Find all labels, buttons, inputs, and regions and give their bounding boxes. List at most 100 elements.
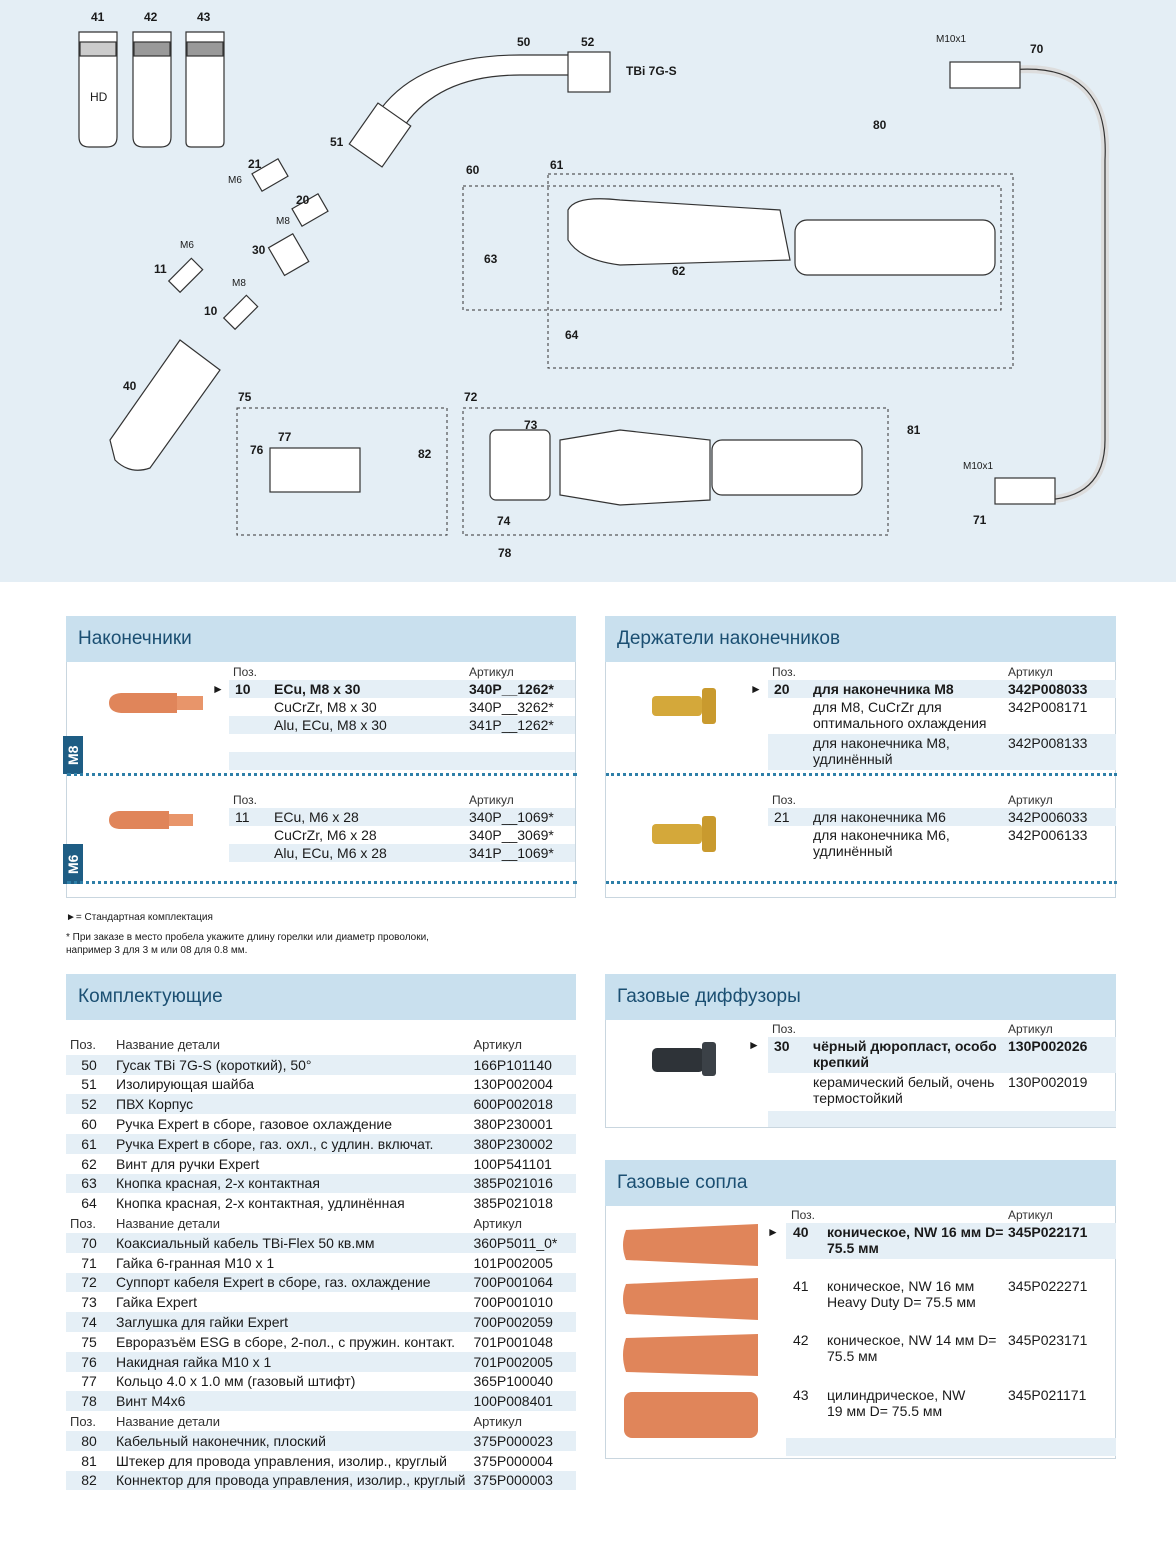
part-name: Гайка Expert <box>116 1294 197 1311</box>
holder-art: 342P008171 <box>1008 699 1088 715</box>
callout-60: 60 <box>466 163 480 177</box>
callout-80: 80 <box>873 118 887 132</box>
tip-art: 341P__1262* <box>469 717 554 733</box>
callout-71: 71 <box>973 513 987 527</box>
callout-77: 77 <box>278 430 292 444</box>
tip-name: CuCrZr, M6 x 28 <box>274 827 377 843</box>
callout-72: 72 <box>464 390 478 404</box>
part-name: Гайка 6-гранная M10 x 1 <box>116 1254 275 1271</box>
exploded-diagram: 41 42 43 50 52 51 21 20 30 11 10 40 60 6… <box>0 0 1176 582</box>
tip-name: Alu, ECu, M6 x 28 <box>274 845 387 861</box>
thread-label: M8 <box>232 278 246 289</box>
tip-m6-image <box>109 811 193 829</box>
group-72-box <box>462 407 889 536</box>
part-art: 701P001048 <box>473 1333 553 1350</box>
hdr-pos: Поз. <box>772 665 796 679</box>
part-name: Коннектор для провода управления, изолир… <box>112 1470 470 1491</box>
header-cell: Поз. <box>70 1413 96 1429</box>
part-pos: 78 <box>66 1391 112 1412</box>
tip-m8-image <box>109 693 203 713</box>
callout-30: 30 <box>252 243 266 257</box>
part-art: 380P230001 <box>473 1116 553 1133</box>
part-pos: 50 <box>66 1054 112 1075</box>
callout-81: 81 <box>907 423 921 437</box>
part-pos: 60 <box>81 1116 97 1133</box>
tips-title: Наконечники <box>66 616 576 662</box>
group-60-box <box>462 185 1002 311</box>
nozzle-pos: 41 <box>793 1278 809 1294</box>
hdr-art: Артикул <box>1008 1022 1053 1036</box>
m8-tab: M8 <box>63 736 83 774</box>
callout-70: 70 <box>1030 42 1044 56</box>
nozzle-art: 345P023171 <box>1008 1332 1088 1348</box>
hdr-pos: Поз. <box>233 793 257 807</box>
holder-art: 342P006033 <box>1008 809 1088 825</box>
hdr-art: Артикул <box>1008 1208 1053 1222</box>
nozzle-41-drawing <box>78 31 118 148</box>
hdr-pos: Поз. <box>233 665 257 679</box>
tips-panel: Наконечники ► Поз. Артикул 10 ECu, M8 x … <box>63 616 577 898</box>
diffuser-name: чёрный дюропласт, особо крепкий <box>813 1038 997 1070</box>
part-art: 375P000003 <box>469 1470 576 1491</box>
part-name: Суппорт кабеля Expert в сборе, газ. охла… <box>112 1272 470 1293</box>
holder-m6-image <box>652 816 716 852</box>
part-name: Штекер для провода управления, изолир., … <box>116 1452 447 1469</box>
callout-78: 78 <box>498 546 512 560</box>
part-pos: 77 <box>81 1373 97 1390</box>
holder-art: 342P008133 <box>1008 735 1088 751</box>
nozzle-name: цилиндрическое, NW 19 мм D= 75.5 мм <box>827 1387 966 1419</box>
part-art: 130P002004 <box>473 1076 553 1093</box>
nozzle-name: коническое, NW 16 мм D= 75.5 мм <box>827 1224 1004 1256</box>
part-art: 375P000004 <box>473 1452 553 1469</box>
callout-40: 40 <box>123 379 137 393</box>
swan-neck-drawing <box>379 54 571 126</box>
callout-74: 74 <box>497 514 511 528</box>
holder-pos: 20 <box>774 681 790 697</box>
standard-marker: ► <box>212 682 224 696</box>
tip-pos: 11 <box>235 809 250 825</box>
legend-standard: ►= Стандартная комплектация <box>66 912 213 923</box>
tip-name: ECu, M8 x 30 <box>274 681 361 697</box>
diffusers-title: Газовые диффузоры <box>605 974 1116 1020</box>
holder-name: для наконечника M8 <box>813 681 954 697</box>
nozzles-images <box>623 1224 758 1438</box>
tip-name: Alu, ECu, M8 x 30 <box>274 717 387 733</box>
part-art: 100P541101 <box>473 1155 552 1172</box>
part-pos: 70 <box>66 1232 112 1253</box>
group-61-box <box>547 173 1014 369</box>
tip-name: CuCrZr, M8 x 30 <box>274 699 377 715</box>
hdr-art: Артикул <box>469 665 514 679</box>
callout-50: 50 <box>517 35 531 49</box>
part-art: 101P002005 <box>473 1254 553 1271</box>
header-cell: Название детали <box>116 1413 220 1429</box>
tip-pos: 10 <box>235 681 251 697</box>
divider <box>67 773 577 776</box>
part-name: Кольцо 4.0 x 1.0 мм (газовый штифт) <box>116 1373 356 1390</box>
part-art: 360P5011_0* <box>469 1232 576 1253</box>
thread-label: M10x1 <box>936 34 967 45</box>
holder-name: для наконечника M6 <box>813 809 946 825</box>
part-art: 385P021016 <box>469 1173 576 1194</box>
hdr-art: Артикул <box>1008 665 1053 679</box>
callout-73: 73 <box>524 418 538 432</box>
diffuser-art: 130P002026 <box>1008 1038 1088 1054</box>
callout-61: 61 <box>550 158 564 172</box>
thread-label: M8 <box>276 216 290 227</box>
part-name: Гусак TBi 7G-S (короткий), 50° <box>112 1054 470 1075</box>
part-pos: 82 <box>66 1470 112 1491</box>
part-art: 380P230002 <box>469 1133 576 1154</box>
callout-82: 82 <box>418 447 432 461</box>
thread-label: M10x1 <box>963 461 994 472</box>
holders-panel: Держатели наконечников ► Поз. Артикул 20… <box>605 616 1117 898</box>
callout-10: 10 <box>204 304 218 318</box>
tip-art: 341P__1069* <box>469 845 554 861</box>
nozzle-name: коническое, NW 14 мм D= 75.5 мм <box>827 1332 997 1364</box>
diffuser-art: 130P002019 <box>1008 1074 1088 1090</box>
